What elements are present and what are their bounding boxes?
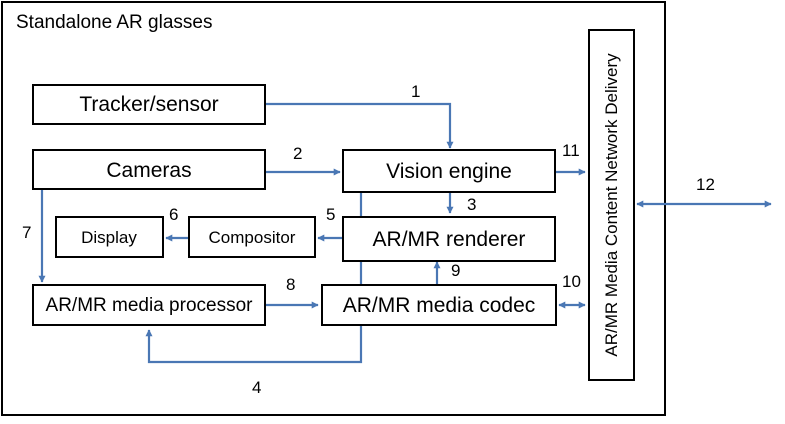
- interface-label-5: 5: [326, 205, 335, 224]
- interface-label-11: 11: [562, 141, 580, 160]
- interface-label-8: 8: [286, 275, 295, 294]
- compositor-block: Compositor: [188, 216, 316, 258]
- vision-engine-block: Vision engine: [342, 149, 556, 193]
- vision-engine-label: Vision engine: [386, 160, 512, 183]
- cameras-block: Cameras: [32, 149, 266, 190]
- cdn-delivery-label: AR/MR Media Content Network Delivery: [602, 53, 621, 357]
- compositor-label: Compositor: [209, 228, 296, 247]
- media-codec-label: AR/MR media codec: [343, 294, 536, 317]
- display-label: Display: [81, 228, 137, 247]
- interface-label-6: 6: [169, 205, 178, 224]
- interface-label-12: 12: [696, 175, 715, 194]
- tracker-label: Tracker/sensor: [79, 93, 218, 116]
- cdn-delivery-block: AR/MR Media Content Network Delivery: [588, 29, 635, 381]
- tracker-block: Tracker/sensor: [32, 84, 266, 125]
- interface-label-7: 7: [22, 223, 31, 242]
- cameras-label: Cameras: [106, 159, 191, 182]
- renderer-label: AR/MR renderer: [373, 228, 526, 251]
- connectors: [38, 102, 772, 364]
- standalone-ar-glasses-container: [1, 1, 666, 416]
- display-block: Display: [55, 216, 164, 258]
- interface-labels: 1 2 3 4 5 6 7 8 9 10 11 12: [22, 82, 715, 397]
- interface-label-10: 10: [562, 272, 581, 291]
- container-title: Standalone AR glasses: [16, 12, 212, 33]
- media-processor-label: AR/MR media processor: [46, 295, 254, 316]
- renderer-block: AR/MR renderer: [342, 216, 556, 262]
- interface-label-3: 3: [467, 195, 476, 214]
- interface-label-1: 1: [411, 82, 420, 101]
- interface-label-2: 2: [293, 144, 302, 163]
- arrow-codec-to-media-processor: [145, 326, 363, 364]
- arrow-tracker-to-vision-engine: [266, 102, 454, 149]
- interface-label-4: 4: [252, 378, 261, 397]
- interface-label-9: 9: [451, 261, 460, 280]
- media-processor-block: AR/MR media processor: [32, 284, 266, 326]
- media-codec-block: AR/MR media codec: [321, 284, 557, 326]
